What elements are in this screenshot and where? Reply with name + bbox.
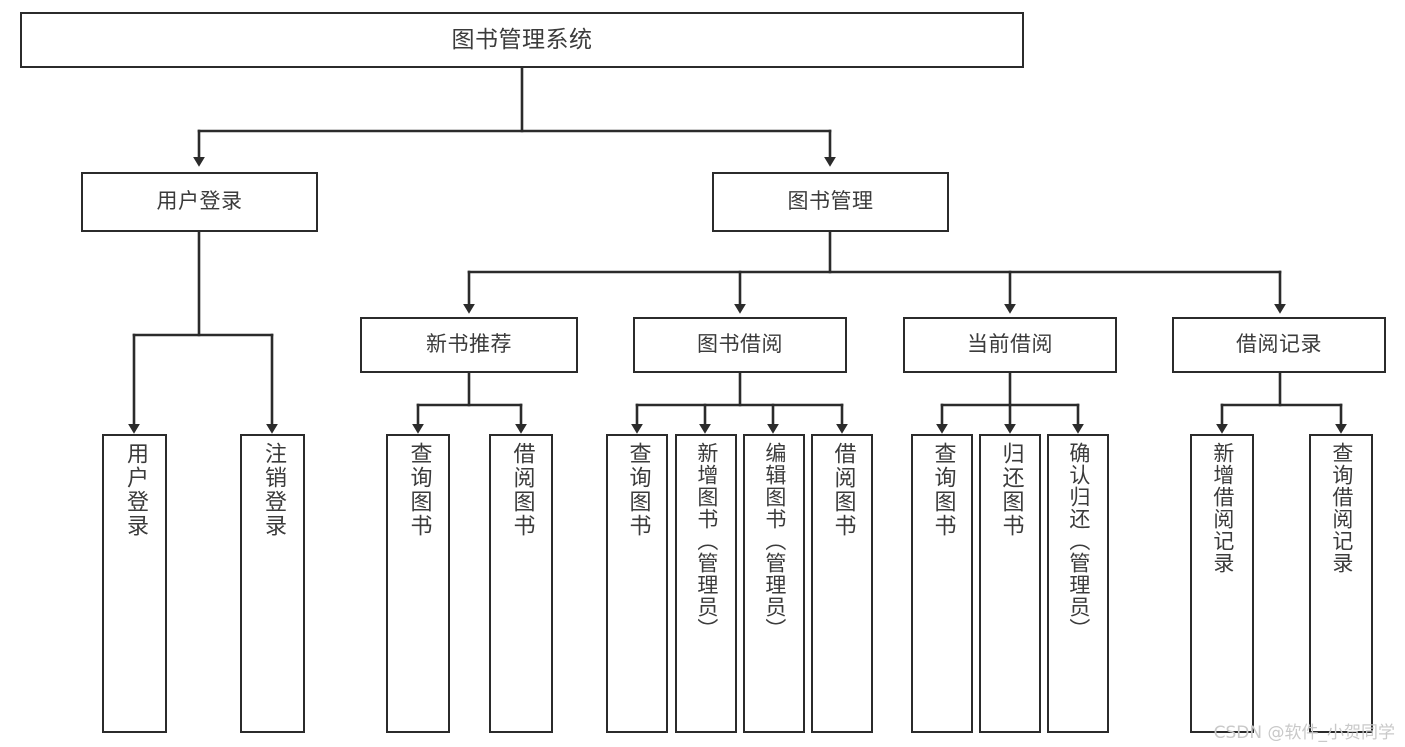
- node-root-system[interactable]: 图书管理系统: [20, 12, 1024, 68]
- node-label: 图书管理系统: [451, 26, 593, 53]
- node-book-manage[interactable]: 图书管理: [712, 172, 949, 232]
- node-label: 新增借阅记录: [1210, 442, 1235, 574]
- node-user-login[interactable]: 用户登录: [81, 172, 318, 232]
- watermark-text: CSDN @软件_小贺同学: [1213, 723, 1395, 743]
- node-book-borrow[interactable]: 图书借阅: [633, 317, 847, 373]
- node-label: 图书借阅: [697, 332, 783, 357]
- node-label: 查询图书: [930, 442, 956, 538]
- node-label: 图书管理: [787, 189, 874, 214]
- node-label: 当前借阅: [967, 332, 1053, 357]
- node-leaf-edit-book[interactable]: 编辑图书（管理员）: [743, 434, 805, 733]
- node-leaf-confirm-return[interactable]: 确认归还（管理员）: [1047, 434, 1109, 733]
- node-label: 注销登录: [260, 442, 286, 538]
- node-label: 编辑图书（管理员）: [762, 442, 787, 640]
- node-label: 用户登录: [122, 442, 148, 538]
- node-label: 查询图书: [625, 442, 651, 538]
- node-leaf-query-record[interactable]: 查询借阅记录: [1309, 434, 1373, 733]
- node-current-borrow[interactable]: 当前借阅: [903, 317, 1117, 373]
- node-label: 确认归还（管理员）: [1066, 442, 1091, 640]
- node-leaf-return-book[interactable]: 归还图书: [979, 434, 1041, 733]
- node-label: 归还图书: [998, 442, 1024, 538]
- node-leaf-borrow-book-2[interactable]: 借阅图书: [811, 434, 873, 733]
- node-leaf-borrow-book-1[interactable]: 借阅图书: [489, 434, 553, 733]
- node-label: 新增图书（管理员）: [694, 442, 719, 640]
- node-leaf-query-book-3[interactable]: 查询图书: [911, 434, 973, 733]
- node-leaf-add-book[interactable]: 新增图书（管理员）: [675, 434, 737, 733]
- node-leaf-query-book-2[interactable]: 查询图书: [606, 434, 668, 733]
- node-label: 借阅记录: [1236, 332, 1322, 357]
- node-borrow-record[interactable]: 借阅记录: [1172, 317, 1386, 373]
- node-label: 借阅图书: [509, 442, 535, 538]
- node-leaf-query-book-1[interactable]: 查询图书: [386, 434, 450, 733]
- node-label: 新书推荐: [426, 332, 512, 357]
- node-leaf-user-login[interactable]: 用户登录: [102, 434, 167, 733]
- node-label: 查询图书: [406, 442, 432, 538]
- node-leaf-logout[interactable]: 注销登录: [240, 434, 305, 733]
- node-label: 用户登录: [156, 189, 243, 214]
- node-new-book-recommend[interactable]: 新书推荐: [360, 317, 578, 373]
- node-leaf-add-record[interactable]: 新增借阅记录: [1190, 434, 1254, 733]
- node-label: 查询借阅记录: [1329, 442, 1354, 574]
- node-label: 借阅图书: [830, 442, 856, 538]
